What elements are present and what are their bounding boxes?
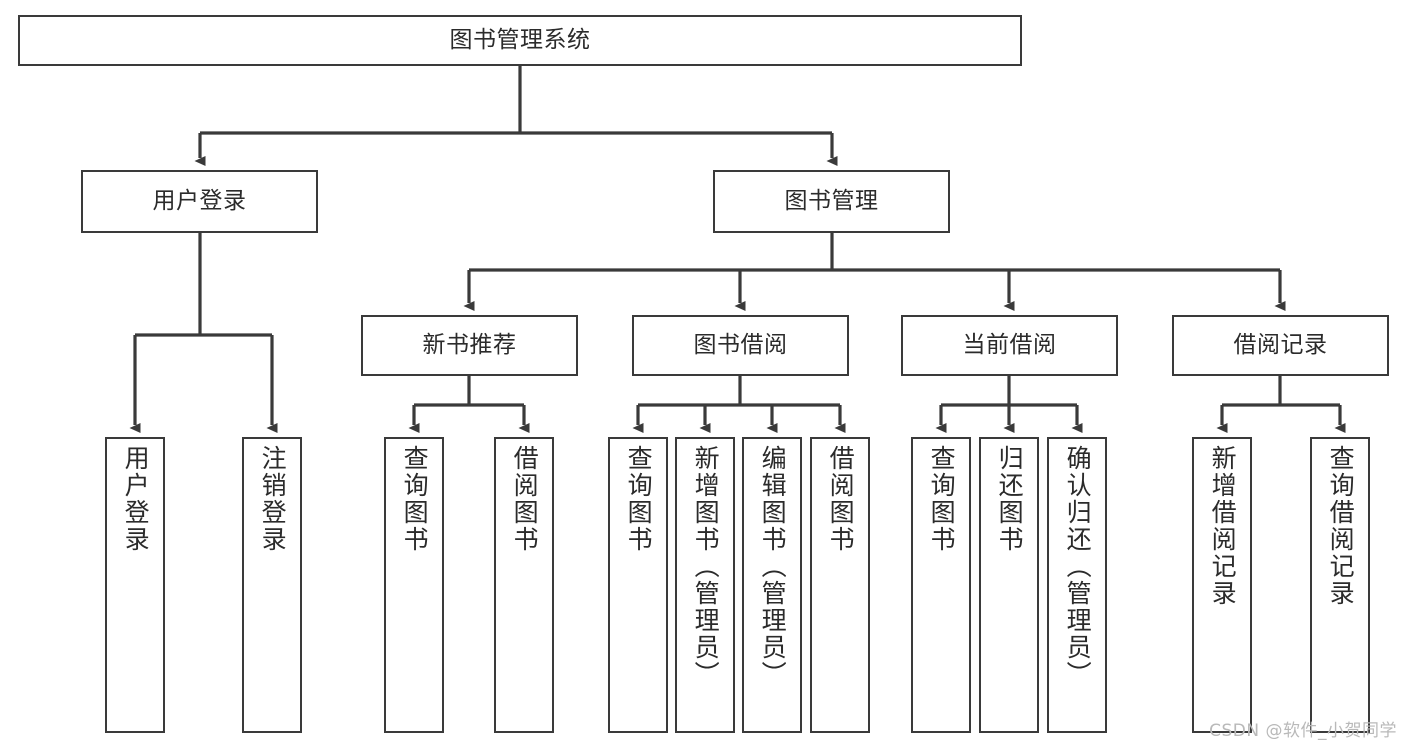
node-leaf-borrow-book-1-label: 借阅图书: [510, 445, 540, 553]
node-leaf-edit-book-label: 编辑图书（管理员）: [758, 445, 788, 688]
node-current-borrow-label: 当前借阅: [962, 332, 1057, 359]
node-leaf-logout[interactable]: 注销登录: [242, 437, 302, 733]
node-borrow-record[interactable]: 借阅记录: [1172, 315, 1389, 376]
node-leaf-confirm-return-label: 确认归还（管理员）: [1063, 445, 1093, 688]
node-leaf-return-book[interactable]: 归还图书: [979, 437, 1039, 733]
node-leaf-query-book-1-label: 查询图书: [400, 445, 430, 553]
node-leaf-confirm-return[interactable]: 确认归还（管理员）: [1047, 437, 1107, 733]
node-borrow-record-label: 借阅记录: [1233, 332, 1328, 359]
node-leaf-edit-book[interactable]: 编辑图书（管理员）: [742, 437, 802, 733]
node-book-borrow[interactable]: 图书借阅: [632, 315, 849, 376]
node-current-borrow[interactable]: 当前借阅: [901, 315, 1118, 376]
node-leaf-user-login-label: 用户登录: [121, 445, 151, 553]
node-leaf-return-book-label: 归还图书: [995, 445, 1025, 553]
node-user-login-label: 用户登录: [152, 188, 247, 215]
node-book-manage[interactable]: 图书管理: [713, 170, 950, 233]
node-leaf-logout-label: 注销登录: [258, 445, 288, 553]
node-leaf-query-book-2[interactable]: 查询图书: [608, 437, 668, 733]
node-leaf-add-book[interactable]: 新增图书（管理员）: [675, 437, 735, 733]
node-leaf-query-record-label: 查询借阅记录: [1326, 445, 1356, 607]
node-new-book-recommend[interactable]: 新书推荐: [361, 315, 578, 376]
node-leaf-borrow-book-1[interactable]: 借阅图书: [494, 437, 554, 733]
node-leaf-query-book-2-label: 查询图书: [624, 445, 654, 553]
node-leaf-query-record[interactable]: 查询借阅记录: [1310, 437, 1370, 733]
node-book-manage-label: 图书管理: [784, 188, 879, 215]
node-root-label: 图书管理系统: [449, 27, 591, 54]
node-leaf-borrow-book-2-label: 借阅图书: [826, 445, 856, 553]
node-new-book-recommend-label: 新书推荐: [422, 332, 517, 359]
node-leaf-add-book-label: 新增图书（管理员）: [691, 445, 721, 688]
node-leaf-add-record-label: 新增借阅记录: [1208, 445, 1238, 607]
node-leaf-query-book-1[interactable]: 查询图书: [384, 437, 444, 733]
node-user-login[interactable]: 用户登录: [81, 170, 318, 233]
node-leaf-query-book-3[interactable]: 查询图书: [911, 437, 971, 733]
watermark: CSDN @软件_小贺同学: [1209, 721, 1397, 741]
node-leaf-borrow-book-2[interactable]: 借阅图书: [810, 437, 870, 733]
node-root[interactable]: 图书管理系统: [18, 15, 1022, 66]
node-book-borrow-label: 图书借阅: [693, 332, 788, 359]
node-leaf-user-login[interactable]: 用户登录: [105, 437, 165, 733]
node-leaf-query-book-3-label: 查询图书: [927, 445, 957, 553]
node-leaf-add-record[interactable]: 新增借阅记录: [1192, 437, 1252, 733]
